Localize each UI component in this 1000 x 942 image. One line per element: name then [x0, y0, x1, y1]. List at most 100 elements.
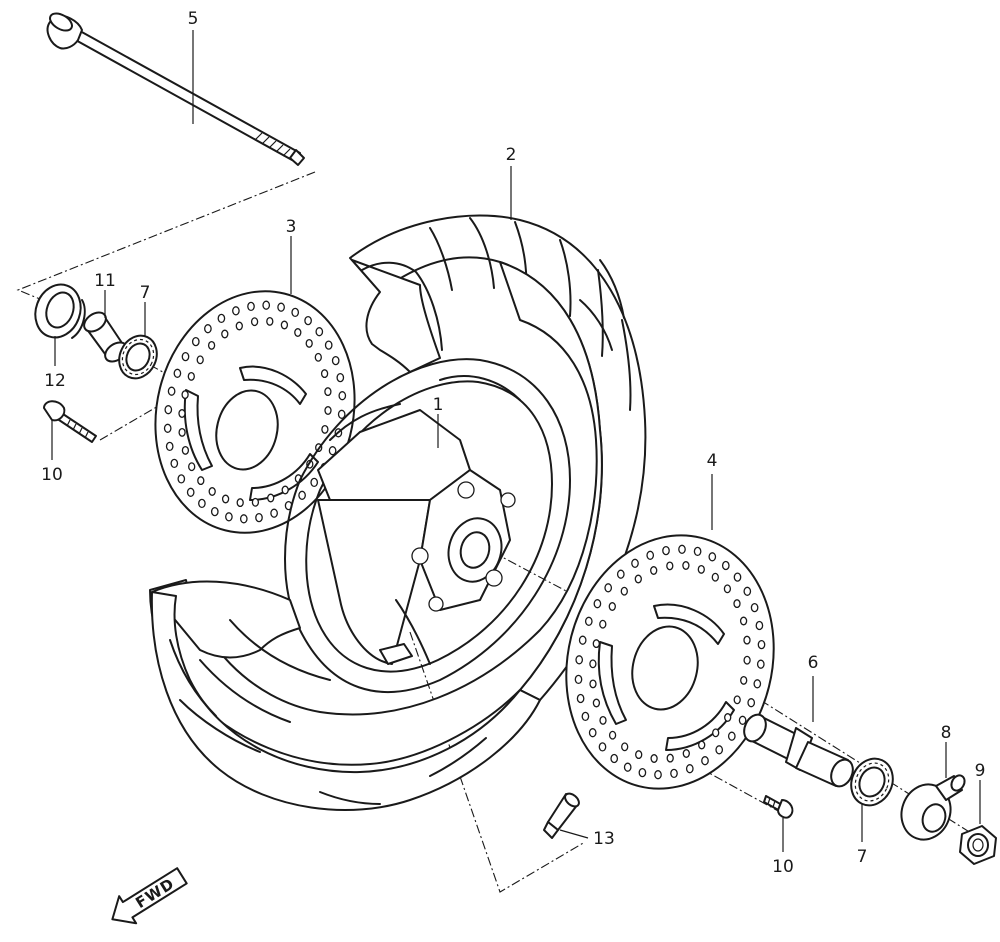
vent-hole — [733, 695, 741, 705]
vent-hole — [310, 477, 319, 488]
vent-hole — [164, 405, 173, 415]
vent-hole — [604, 583, 613, 593]
vent-hole — [337, 409, 346, 419]
vent-hole — [236, 498, 244, 508]
vent-hole — [724, 713, 732, 722]
vent-hole — [294, 328, 302, 337]
vent-hole — [635, 750, 643, 760]
tire-lower-section — [150, 580, 541, 811]
vent-hole — [711, 572, 719, 582]
callout-5: 5 — [188, 9, 199, 29]
vent-hole — [281, 485, 289, 495]
tire-valve[interactable] — [543, 791, 581, 839]
axle-bolt[interactable] — [46, 10, 305, 166]
callout-8: 8 — [941, 723, 952, 743]
vent-hole — [708, 552, 717, 562]
vent-hole — [662, 545, 670, 556]
callout-labels: 5 2 3 1 4 6 7 7 8 9 10 10 11 12 13 — [41, 9, 985, 877]
bearing-left[interactable] — [112, 329, 163, 384]
vent-hole — [320, 369, 329, 379]
vent-hole — [697, 564, 705, 574]
vent-hole — [723, 584, 732, 594]
vent-hole — [314, 352, 322, 362]
callout-1: 1 — [433, 395, 444, 415]
vent-hole — [251, 497, 260, 507]
vent-hole — [167, 386, 176, 396]
callout-10-left: 10 — [41, 465, 63, 485]
vent-hole — [181, 351, 190, 362]
vent-hole — [338, 391, 347, 401]
vent-hole — [315, 327, 324, 337]
callout-6: 6 — [808, 653, 819, 673]
vent-hole — [336, 372, 345, 383]
dust-seal[interactable] — [28, 278, 88, 344]
vent-hole — [178, 409, 186, 418]
vent-hole — [225, 512, 233, 522]
vent-hole — [235, 321, 243, 331]
vent-hole — [753, 679, 762, 689]
vent-hole — [593, 599, 602, 609]
vent-hole — [721, 560, 730, 571]
vent-hole — [743, 635, 751, 645]
vent-hole — [250, 317, 259, 327]
vent-hole — [574, 674, 583, 685]
vent-hole — [178, 427, 186, 437]
disc-bolt-right[interactable] — [763, 795, 794, 819]
vent-hole — [181, 445, 190, 455]
vent-hole — [608, 602, 616, 611]
vent-hole — [650, 566, 658, 575]
vent-hole — [280, 320, 289, 330]
callout-9: 9 — [975, 761, 986, 781]
axle-nut[interactable] — [959, 825, 997, 865]
vent-hole — [685, 764, 694, 774]
vent-hole — [592, 639, 600, 649]
vent-hole — [756, 659, 765, 669]
vent-hole — [191, 336, 200, 347]
vent-hole — [698, 740, 706, 750]
vent-hole — [678, 544, 686, 554]
vent-hole — [682, 749, 690, 758]
vent-hole — [198, 498, 206, 509]
bearing-right[interactable] — [844, 752, 901, 812]
vent-hole — [197, 476, 205, 486]
callout-7-right: 7 — [857, 847, 868, 867]
vent-hole — [599, 619, 607, 629]
vent-hole — [701, 756, 709, 766]
forward-arrow-icon: FWD — [111, 867, 188, 925]
speedometer-gearbox[interactable] — [894, 773, 967, 846]
callout-11: 11 — [94, 271, 116, 291]
disc-bolt-left[interactable] — [43, 400, 97, 443]
vent-hole — [217, 313, 226, 324]
vent-hole — [733, 599, 741, 609]
vent-hole — [221, 494, 230, 504]
vent-hole — [666, 753, 674, 763]
brake-disc-right[interactable] — [540, 513, 800, 811]
vent-hole — [305, 338, 313, 348]
vent-hole — [616, 569, 625, 579]
tire[interactable] — [349, 214, 647, 701]
vent-hole — [592, 698, 601, 708]
vent-hole — [291, 307, 300, 318]
vent-hole — [324, 387, 332, 397]
vent-hole — [589, 659, 597, 669]
vent-hole — [187, 371, 195, 381]
vent-hole — [208, 487, 216, 496]
vent-hole — [210, 506, 219, 517]
vent-hole — [588, 728, 597, 738]
vent-hole — [165, 441, 174, 452]
vent-hole — [331, 355, 340, 366]
axle-collar[interactable] — [740, 711, 857, 790]
vent-hole — [693, 546, 702, 557]
vent-hole — [181, 390, 189, 400]
vent-hole — [634, 574, 642, 584]
vent-hole — [304, 315, 312, 326]
vent-hole — [255, 512, 263, 523]
vent-hole — [599, 715, 607, 725]
wheel-rim[interactable] — [149, 261, 603, 766]
vent-hole — [666, 561, 674, 571]
brake-disc-left[interactable] — [130, 270, 379, 554]
callout-13: 13 — [593, 829, 615, 849]
disc-vent-holes — [163, 300, 347, 524]
vent-hole — [712, 728, 720, 738]
vent-hole — [321, 424, 329, 434]
